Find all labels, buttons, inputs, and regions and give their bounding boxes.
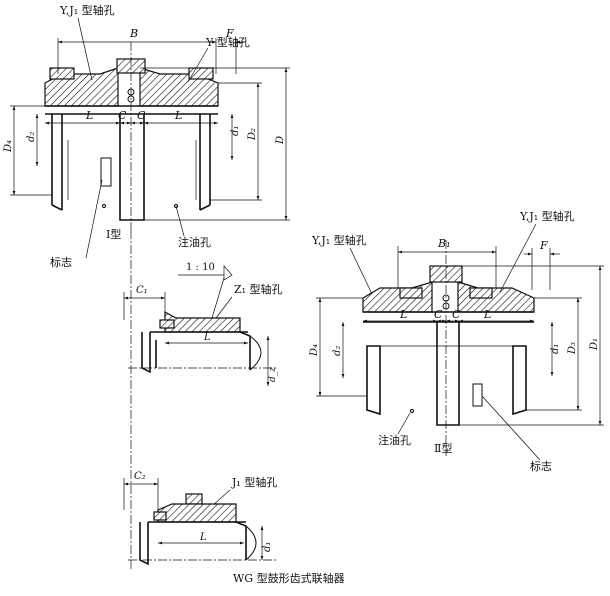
type2-label-oil-hole: 注油孔 xyxy=(378,433,411,447)
type2-mark-plate xyxy=(472,383,483,407)
type1-label-mark: 标志 xyxy=(50,255,72,269)
type2-dim-d1: d₁ xyxy=(550,344,561,354)
j1-hub-section xyxy=(157,503,237,523)
type1-dim-C-left: C xyxy=(118,109,127,122)
j1-dim-C2: C₂ xyxy=(134,471,146,482)
type1-dim-L-left: L xyxy=(85,109,93,122)
type1-view: B F L C C L D₄ d₂ d₁ D₂ D Y,J₁ 型轴孔 xyxy=(3,3,290,570)
z1-dim-C1: C₁ xyxy=(136,285,148,296)
type2-label-bore-right: Y,J₁ 型轴孔 xyxy=(519,209,575,223)
j1-dim-d1: d₁ xyxy=(262,542,273,552)
type1-dim-L-right: L xyxy=(174,109,182,122)
type1-dim-D4: D₄ xyxy=(3,140,14,153)
type1-label-oil-hole: 注油孔 xyxy=(178,235,211,249)
type2-label-mark: 标志 xyxy=(530,459,552,473)
type1-dim-D: D xyxy=(275,136,286,145)
type2-dim-B1: B₁ xyxy=(437,237,451,250)
type2-label: Ⅱ型 xyxy=(434,441,452,455)
z1-detail-view: 1 : 10 Z₁ 型轴孔 C₁ L d_z xyxy=(123,262,283,386)
type2-dim-L-right: L xyxy=(483,308,491,321)
type1-label-bore-top-left: Y,J₁ 型轴孔 xyxy=(59,3,115,17)
type2-dim-F: F xyxy=(539,239,548,252)
type1-mark-plate xyxy=(100,157,112,187)
type2-dim-C-right: C xyxy=(452,308,461,321)
type1-dim-D2: D₂ xyxy=(247,128,258,141)
type1-dim-F: F xyxy=(225,27,234,40)
j1-dim-L: L xyxy=(199,532,207,543)
type1-dim-C-right: C xyxy=(137,109,146,122)
z1-dim-dz: d_z xyxy=(268,367,278,382)
type1-dim-B: B xyxy=(129,27,138,40)
z1-label-bore: Z₁ 型轴孔 xyxy=(234,282,283,296)
z1-hub-section xyxy=(164,310,241,333)
type2-dim-D3: D₃ xyxy=(567,342,578,355)
type2-dim-d2: d₂ xyxy=(332,346,343,356)
type1-dim-d2: d₂ xyxy=(26,132,37,142)
z1-taper-label: 1 : 10 xyxy=(186,262,215,273)
z1-dim-L: L xyxy=(203,332,211,343)
type1-label-bore-top-right: Y 型轴孔 xyxy=(205,35,250,49)
type1-dim-d1: d₁ xyxy=(230,126,241,136)
type1-label: Ⅰ型 xyxy=(106,227,121,241)
type2-dim-C-left: C xyxy=(434,308,443,321)
type1-hub-left xyxy=(51,114,63,211)
type2-dim-D4: D₄ xyxy=(309,344,320,357)
figure-title: WG 型鼓形齿式联轴器 xyxy=(233,571,345,585)
type2-dim-D1: D₁ xyxy=(589,338,600,351)
type2-view: B₁ F L C C L D₄ d₂ d₁ D₃ D₁ Y,J xyxy=(309,209,604,473)
j1-detail-view: J₁ 型轴孔 C₂ L d₁ xyxy=(123,471,277,566)
type2-label-bore-left: Y,J₁ 型轴孔 xyxy=(311,233,367,247)
type1-bolt-left xyxy=(49,67,75,80)
j1-label-bore: J₁ 型轴孔 xyxy=(231,475,277,489)
type2-dim-L-left: L xyxy=(399,308,407,321)
